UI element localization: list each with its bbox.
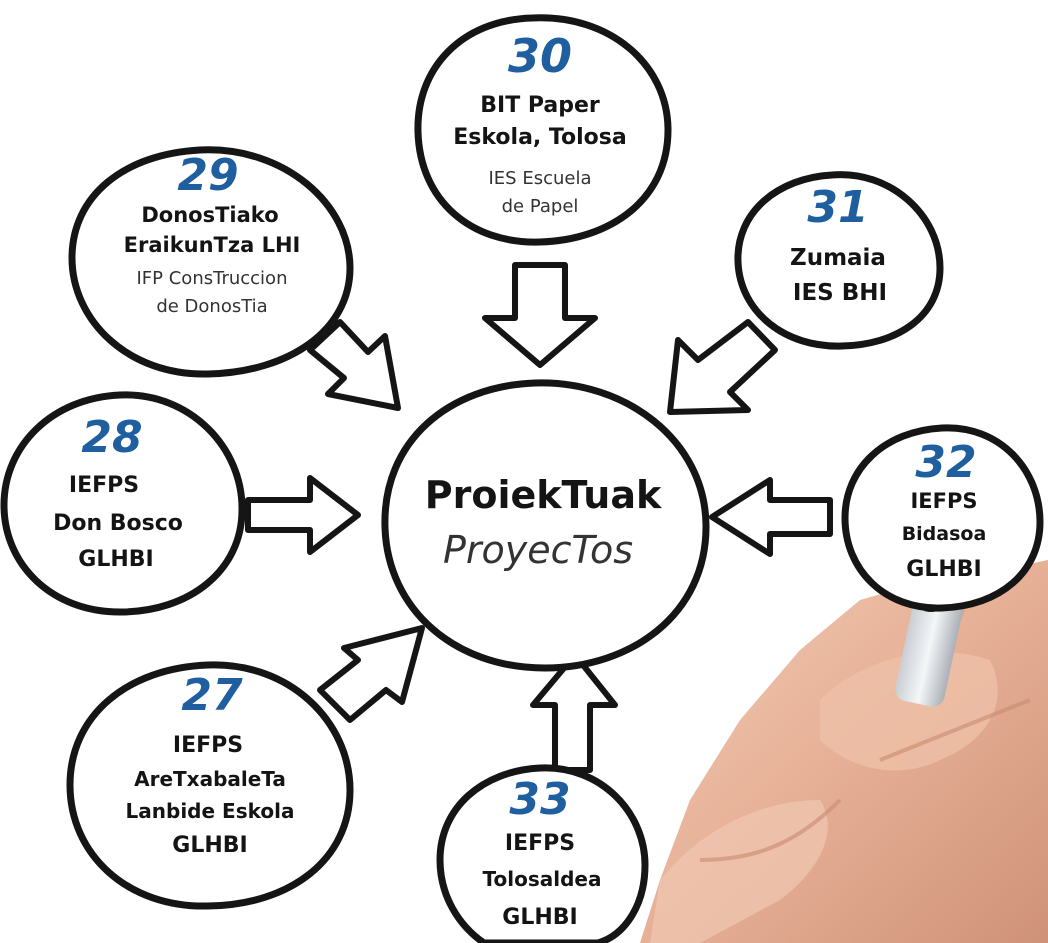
node-32: 32 IEFPS Bidasoa GLHBI — [841, 424, 1044, 612]
node-line: IEFPS — [69, 473, 139, 498]
arrow-left-icon — [709, 477, 833, 557]
node-line: BIT Paper — [480, 93, 600, 118]
node-line: IEFPS — [505, 831, 575, 856]
node-33: 33 IEFPS Tolosaldea GLHBI — [436, 764, 649, 943]
node-29: 29 DonosTiako EraikunTza LHI IFP ConsTru… — [68, 146, 354, 378]
node-line: GLHBI — [78, 547, 153, 572]
node-28: 28 IEFPS Don Bosco GLHBI — [0, 391, 246, 616]
node-subline: de DonosTia — [156, 296, 267, 317]
node-line: Lanbide Eskola — [126, 799, 295, 823]
node-line: IEFPS — [173, 733, 243, 758]
node-number: 33 — [509, 774, 570, 825]
node-subline: IFP ConsTruccion — [137, 268, 288, 289]
node-30: 30 BIT Paper Eskola, Tolosa IES Escuela … — [414, 14, 672, 246]
node-line: Zumaia — [790, 245, 886, 271]
arrow-down-icon — [482, 262, 598, 368]
node-number: 32 — [915, 437, 976, 488]
node-number: 30 — [508, 29, 572, 83]
arrow-right-icon — [245, 475, 361, 555]
node-subline: de Papel — [502, 196, 579, 217]
node-line: IEFPS — [910, 489, 977, 513]
center-node: ProiekTuak ProyecTos — [381, 379, 710, 672]
node-line: GLHBI — [906, 557, 981, 582]
node-line: Tolosaldea — [483, 867, 602, 891]
arrow-diagonal-down-left-icon — [667, 319, 778, 415]
node-subline: IES Escuela — [489, 168, 592, 189]
node-line: IES BHI — [793, 280, 887, 306]
node-31: 31 Zumaia IES BHI — [734, 171, 944, 350]
arrows — [245, 262, 833, 773]
arrow-up-icon — [530, 652, 618, 773]
node-line: Bidasoa — [902, 523, 987, 545]
node-27: 27 IEFPS AreTxabaleTa Lanbide Eskola GLH… — [66, 661, 354, 910]
arrow-diagonal-down-right-icon — [307, 319, 401, 411]
node-number: 28 — [81, 412, 142, 463]
node-number: 29 — [177, 150, 238, 201]
node-number: 27 — [181, 670, 243, 721]
node-line: AreTxabaleTa — [134, 767, 286, 791]
node-line: EraikunTza LHI — [124, 233, 301, 257]
center-subtitle: ProyecTos — [443, 528, 633, 572]
node-number: 31 — [807, 182, 868, 233]
center-title: ProiekTuak — [425, 473, 662, 517]
node-line: Eskola, Tolosa — [453, 125, 626, 150]
hand-with-marker-image — [640, 560, 1048, 943]
node-line: GLHBI — [502, 905, 577, 930]
node-line: DonosTiako — [141, 203, 278, 227]
node-line: Don Bosco — [53, 511, 183, 536]
arrow-diagonal-up-right-icon — [317, 625, 425, 723]
node-line: GLHBI — [172, 833, 247, 858]
